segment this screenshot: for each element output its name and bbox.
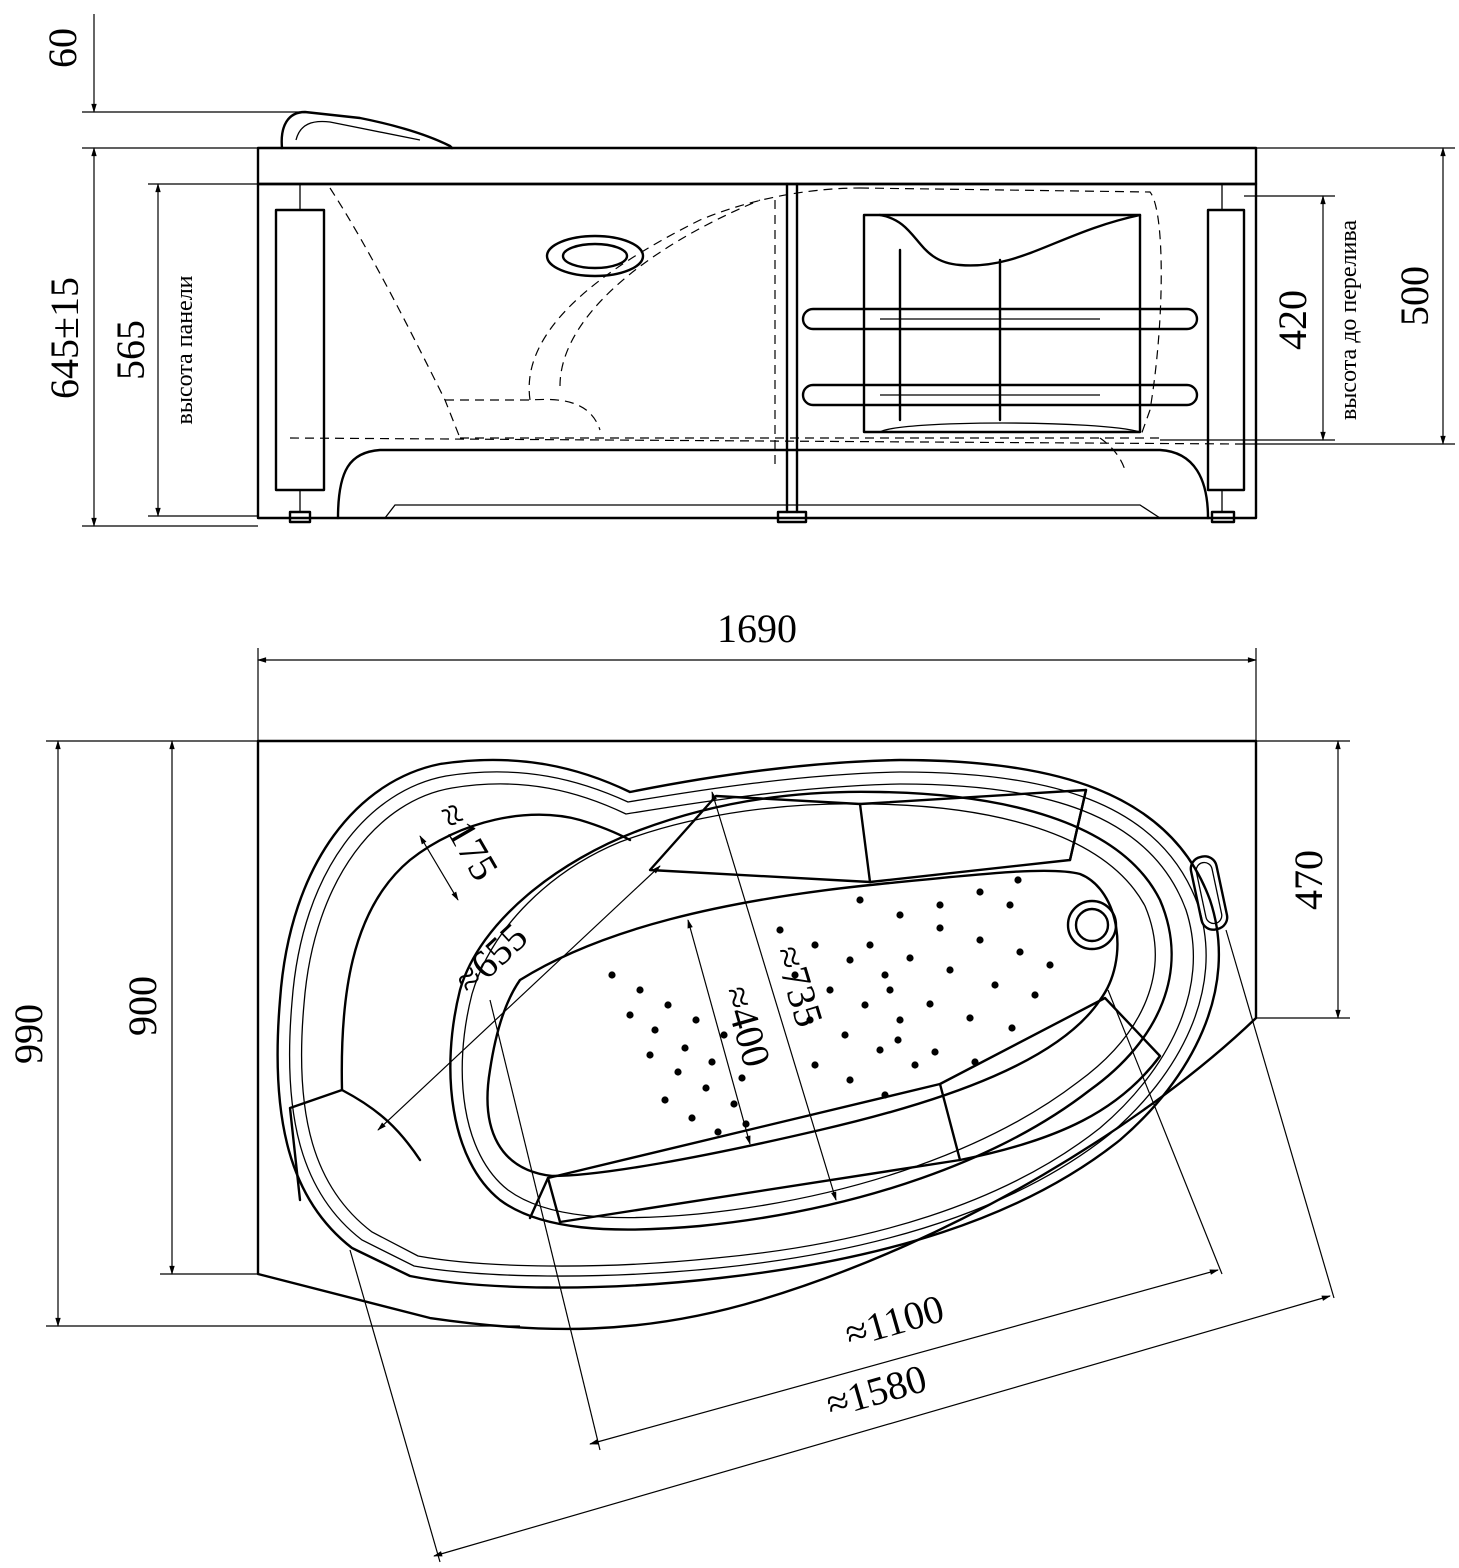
- air-jet: [971, 1058, 979, 1066]
- dim-990-label: 990: [6, 1004, 51, 1064]
- air-jet: [651, 1026, 659, 1034]
- air-jet: [738, 1074, 746, 1082]
- dim-60-label: 60: [40, 28, 85, 68]
- air-jet: [636, 986, 644, 994]
- air-jet: [1006, 901, 1014, 909]
- grab-bar-lower: [801, 383, 1199, 407]
- dim-1100-label: ≈1100: [840, 1286, 949, 1357]
- air-jet: [846, 1076, 854, 1084]
- air-jet: [931, 1048, 939, 1056]
- air-jet: [681, 1044, 689, 1052]
- overflow-height-label: высота до перелива: [1336, 220, 1362, 420]
- panel-height-label: высота панели: [172, 275, 198, 424]
- rim-contours: [276, 758, 1221, 1289]
- dim-1690: 1690: [257, 606, 1257, 741]
- air-jet: [926, 1000, 934, 1008]
- dim-900: 900: [120, 740, 258, 1275]
- air-jet: [976, 888, 984, 896]
- support-leg-middle: [776, 182, 808, 524]
- air-jet: [1008, 1024, 1016, 1032]
- air-jet: [776, 926, 784, 934]
- air-jet: [708, 1058, 716, 1066]
- air-jet: [856, 896, 864, 904]
- air-jet: [976, 936, 984, 944]
- dim-655: ≈655: [377, 865, 661, 1131]
- air-jet: [966, 1014, 974, 1022]
- air-jet: [661, 1096, 669, 1104]
- air-jet: [702, 1084, 710, 1092]
- dim-1580: ≈1580: [349, 929, 1335, 1563]
- air-jet: [714, 1128, 722, 1136]
- dim-420: 420 высота до перелива: [1160, 195, 1362, 441]
- air-jet: [646, 1051, 654, 1059]
- air-jet: [626, 1011, 634, 1019]
- air-jet: [688, 1114, 696, 1122]
- front-panel: [256, 182, 1258, 520]
- dim-900-label: 900: [120, 976, 165, 1036]
- dim-470-label: 470: [1286, 850, 1331, 910]
- bathtub-rim: [256, 146, 1258, 186]
- foot-well: [486, 869, 1119, 1178]
- dim-645-label: 645±15: [42, 277, 87, 399]
- dim-60: 60: [40, 14, 300, 149]
- dim-420-label: 420: [1270, 290, 1315, 350]
- headrest: [280, 110, 454, 150]
- dim-735-label: ≈735: [765, 940, 832, 1032]
- air-jet: [886, 986, 894, 994]
- air-jet: [946, 966, 954, 974]
- air-jet: [674, 1068, 682, 1076]
- air-jet: [881, 971, 889, 979]
- air-jet: [936, 901, 944, 909]
- air-jet: [1016, 948, 1024, 956]
- air-jet: [1031, 991, 1039, 999]
- air-jet: [664, 1001, 672, 1009]
- air-jets: [608, 876, 1054, 1136]
- air-jet: [811, 1061, 819, 1069]
- air-jet: [906, 954, 914, 962]
- top-view: 1690 990 900 470 ≈175 ≈655: [6, 606, 1350, 1563]
- drain: [1066, 899, 1118, 951]
- air-jet: [1014, 876, 1022, 884]
- air-jet: [991, 981, 999, 989]
- air-jet: [692, 1016, 700, 1024]
- air-jet: [881, 1091, 889, 1099]
- air-jet: [936, 924, 944, 932]
- dim-1690-label: 1690: [717, 606, 797, 651]
- air-jet: [846, 956, 854, 964]
- air-jet: [861, 1001, 869, 1009]
- air-jet: [911, 1061, 919, 1069]
- air-jet: [811, 941, 819, 949]
- air-jet: [876, 1046, 884, 1054]
- hidden-tub-contour: [289, 187, 1241, 471]
- overflow-outlet: [545, 234, 645, 278]
- dim-400-label: ≈400: [714, 981, 780, 1072]
- air-jet: [866, 941, 874, 949]
- dim-565: 565 высота панели: [108, 183, 258, 517]
- side-handle: [1189, 855, 1229, 931]
- support-leg-right: [1206, 184, 1246, 524]
- air-jet: [730, 1100, 738, 1108]
- air-jet: [1046, 961, 1054, 969]
- dim-645: 645±15: [42, 147, 258, 527]
- side-view: 60 645±15 565 высота панели 420 высота д…: [40, 14, 1455, 527]
- air-jet: [608, 971, 616, 979]
- air-jet: [896, 911, 904, 919]
- air-jet: [841, 1031, 849, 1039]
- dim-470: 470: [1256, 740, 1350, 1019]
- dim-565-label: 565: [108, 320, 153, 380]
- grab-bar-upper: [801, 307, 1199, 331]
- dim-175: ≈175: [419, 795, 508, 901]
- dim-500-label: 500: [1392, 266, 1437, 326]
- seat-insert: [862, 213, 1142, 434]
- air-jet: [826, 986, 834, 994]
- air-jet: [894, 1036, 902, 1044]
- support-leg-left: [274, 184, 326, 524]
- dim-500: 500: [1240, 147, 1455, 445]
- bottom-tray: [336, 448, 1210, 520]
- air-jet: [896, 1016, 904, 1024]
